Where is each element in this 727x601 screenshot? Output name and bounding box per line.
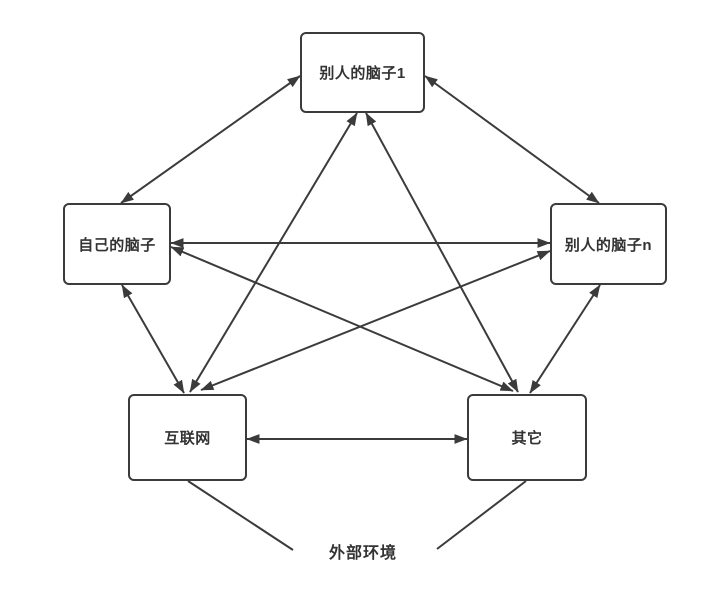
edge-others-brain-1--others-brain-n — [424, 75, 600, 204]
node-own-brain[interactable]: 自己的脑子 — [63, 203, 171, 285]
node-label: 别人的脑子1 — [319, 65, 406, 82]
node-internet[interactable]: 互联网 — [128, 394, 247, 481]
edge-others-brain-n--other — [529, 284, 601, 394]
node-label: 其它 — [511, 430, 543, 447]
node-label: 别人的脑子n — [564, 236, 653, 254]
node-label: 自己的脑子 — [78, 236, 156, 254]
edge-others-brain-n--internet — [200, 250, 551, 391]
edge-others-brain-1--internet — [189, 112, 358, 393]
node-others-brain-n[interactable]: 别人的脑子n — [550, 203, 667, 285]
node-label: 互联网 — [164, 430, 211, 447]
node-other[interactable]: 其它 — [467, 394, 587, 481]
edge-others-brain-1--own-brain — [120, 75, 301, 204]
node-others-brain-1[interactable]: 别人的脑子1 — [300, 32, 425, 113]
edge-own-brain--other — [170, 246, 514, 392]
line-internet--external-environment — [187, 480, 294, 551]
line-other--external-environment — [436, 480, 527, 550]
external-environment-label: 外部环境 — [328, 545, 398, 562]
edge-others-brain-1--other — [365, 112, 519, 393]
edge-own-brain--internet — [121, 284, 185, 394]
